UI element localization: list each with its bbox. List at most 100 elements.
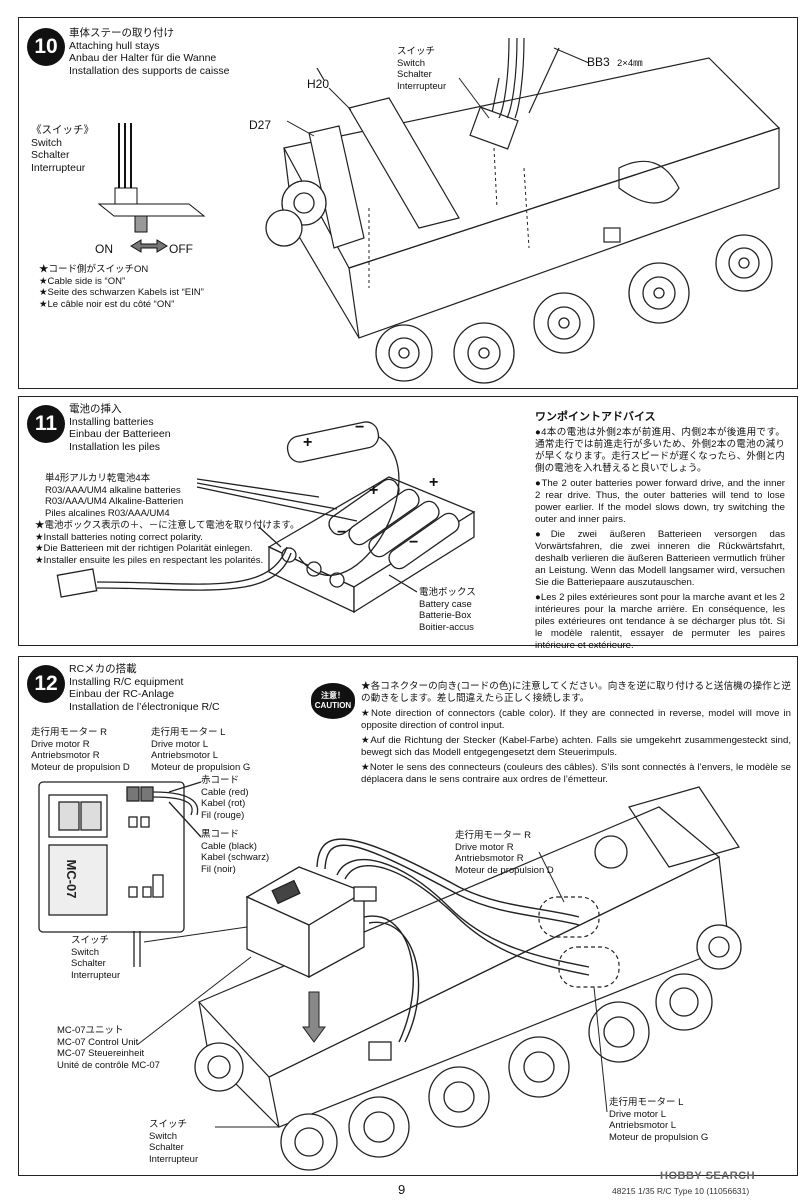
note-de: ★Seite des schwarzen Kabels ist “EIN”	[39, 287, 204, 298]
watermark: HOBBY SEARCH	[660, 1170, 756, 1182]
hmr-en: Drive motor R	[455, 841, 514, 853]
battery-type-labels: 単4形アルカリ乾電池4本 R03/AAA/UM4 alkaline batter…	[45, 473, 183, 519]
title-ja: 車体ステーの取り付け	[69, 27, 174, 39]
mr-ja: 走行用モーター R	[31, 727, 108, 738]
ml-ja: 走行用モーター L	[151, 727, 226, 738]
svg-text:+: +	[369, 482, 378, 499]
hml-fr: Moteur de propulsion G	[609, 1131, 709, 1143]
note-fr: ★Le câble noir est du côté “ON”	[39, 298, 175, 310]
pol-en: ★Install batteries noting correct polari…	[35, 531, 203, 543]
step-10-panel: 10 車体ステーの取り付け Attaching hull stays Anbau…	[18, 17, 798, 389]
black-cable-labels: 黒コード Cable (black) Kabel (schwarz) Fil (…	[201, 829, 269, 875]
caution-text-en: ★Note direction of connectors (cable col…	[361, 708, 791, 731]
red-en: Cable (red)	[201, 786, 249, 798]
mr-fr: Moteur de propulsion D	[31, 761, 130, 773]
hmr-fr: Moteur de propulsion D	[455, 864, 554, 876]
caution-text-ja: ★各コネクターの向き(コードの色)に注意してください。向きを逆に取り付けると送信…	[361, 681, 791, 704]
title-de: Anbau der Halter für die Wanne	[69, 52, 217, 64]
case-de: Batterie-Box	[419, 610, 472, 621]
title-fr: Installation des supports de caisse	[69, 64, 230, 77]
step-number: 10	[27, 28, 65, 66]
unit-de: MC-07 Steuereinheit	[57, 1048, 145, 1059]
part-d27: D27	[249, 118, 272, 132]
title-fr: Installation de l’électronique R/C	[69, 700, 220, 713]
sw2-fr: Interrupteur	[149, 1153, 199, 1165]
switch-notes: ★コード側がスイッチON ★Cable side is “ON” ★Seite …	[39, 264, 204, 310]
caution-badge: 注意！ CAUTION	[311, 683, 355, 719]
switch-labels: スイッチ Switch Schalter Interrupteur	[397, 46, 446, 92]
left-motor-l-labels: 走行用モーター L Drive motor L Antriebsmotor L …	[151, 727, 250, 773]
ml-de: Antriebsmotor L	[151, 750, 219, 761]
bat-ja: 単4形アルカリ乾電池4本	[45, 473, 151, 484]
rc-install-drawing: MC-07	[38, 781, 742, 1171]
step-title: 電池の挿入 Installing batteries Einbau der Ba…	[69, 403, 171, 453]
switch-detail-drawing	[97, 123, 206, 253]
switch-ja: 《スイッチ》	[31, 124, 94, 136]
svg-text:−: −	[337, 524, 346, 541]
sw2-ja: スイッチ	[149, 1119, 188, 1130]
red-ja: 赤コード	[201, 775, 240, 786]
note-ja: ★コード側がスイッチON	[39, 264, 149, 275]
step-number: 11	[27, 405, 65, 443]
hull-motor-l-labels: 走行用モーター L Drive motor L Antriebsmotor L …	[609, 1097, 708, 1143]
advice-de: ●Die zwei äußeren Batterieen versorgen d…	[535, 529, 785, 588]
black-en: Cable (black)	[201, 840, 257, 852]
sw2-de: Schalter	[149, 1142, 184, 1153]
part-bb3-size: 2×4㎜	[617, 58, 643, 69]
step-12-panel: 12 RCメカの搭載 Installing R/C equipment Einb…	[18, 656, 798, 1176]
title-de: Einbau der Batterieen	[69, 428, 171, 440]
ml-fr: Moteur de propulsion G	[151, 761, 251, 773]
switch-detail-title: 《スイッチ》 Switch Schalter Interrupteur	[31, 124, 94, 174]
advice-body: ●4本の電池は外側2本が前進用、内側2本が後進用です。通常走行では前進走行が多い…	[535, 427, 785, 655]
doc-code: 48215 1/35 R/C Type 10 (11056631)	[612, 1186, 750, 1196]
sw1-ja: スイッチ	[71, 935, 110, 946]
caution-ja: 注意！	[321, 691, 345, 700]
title-ja: 電池の挿入	[69, 403, 122, 415]
advice-fr: ●Les 2 piles extérieures sont pour la ma…	[535, 592, 785, 651]
off-label: OFF	[169, 242, 193, 256]
unit-labels: MC-07ユニット MC-07 Control Unit MC-07 Steue…	[57, 1025, 160, 1071]
step-title: 車体ステーの取り付け Attaching hull stays Anbau de…	[69, 27, 230, 77]
bat-fr: Piles alcalines R03/AAA/UM4	[45, 507, 170, 519]
svg-text:+: +	[429, 474, 438, 491]
caution-text-de: ★Auf die Richtung der Stecker (Kabel-Far…	[361, 735, 791, 758]
red-cable-labels: 赤コード Cable (red) Kabel (rot) Fil (rouge)	[201, 775, 249, 821]
sw-de: Schalter	[397, 69, 432, 80]
switch-en: Switch	[31, 136, 62, 149]
unit-ja: MC-07ユニット	[57, 1025, 124, 1036]
switch-labels-bottom: スイッチ Switch Schalter Interrupteur	[149, 1119, 198, 1165]
polarity-notes: ★電池ボックス表示の＋、－に注意して電池を取り付けます。 ★Install ba…	[35, 520, 299, 566]
step-11-panel: 11 電池の挿入 Installing batteries Einbau der…	[18, 396, 798, 651]
hml-en: Drive motor L	[609, 1108, 667, 1120]
svg-text:−: −	[409, 534, 418, 551]
ml-en: Drive motor L	[151, 738, 209, 750]
mr-de: Antriebsmotor R	[31, 750, 100, 761]
sw-en: Switch	[397, 57, 425, 69]
hmr-ja: 走行用モーター R	[455, 830, 532, 841]
title-en: Attaching hull stays	[69, 39, 160, 52]
switch-fr: Interrupteur	[31, 161, 86, 174]
pol-de: ★Die Batterieen mit der richtigen Polari…	[35, 543, 253, 554]
hml-de: Antriebsmotor L	[609, 1120, 677, 1131]
title-ja: RCメカの搭載	[69, 663, 137, 675]
title-en: Installing R/C equipment	[69, 675, 184, 688]
sw2-en: Switch	[149, 1130, 177, 1142]
bat-en: R03/AAA/UM4 alkaline batteries	[45, 484, 181, 496]
page-number: 9	[398, 1182, 406, 1197]
title-fr: Installation les piles	[69, 440, 161, 453]
black-de: Kabel (schwarz)	[201, 852, 270, 863]
title-de: Einbau der RC-Anlage	[69, 688, 175, 700]
svg-text:+: +	[303, 434, 312, 451]
pol-ja: ★電池ボックス表示の＋、－に注意して電池を取り付けます。	[35, 520, 300, 531]
switch-de: Schalter	[31, 149, 70, 161]
advice-title: ワンポイントアドバイス	[535, 411, 656, 423]
sw1-en: Switch	[71, 946, 99, 958]
svg-text:−: −	[355, 419, 364, 436]
hml-ja: 走行用モーター L	[609, 1097, 684, 1108]
hull-stays-drawing	[265, 37, 781, 384]
black-ja: 黒コード	[201, 829, 240, 840]
case-en: Battery case	[419, 598, 472, 610]
advice-ja: ●4本の電池は外側2本が前進用、内側2本が後進用です。通常走行では前進走行が多い…	[535, 427, 785, 474]
note-en: ★Cable side is “ON”	[39, 275, 126, 287]
step-title: RCメカの搭載 Installing R/C equipment Einbau …	[69, 663, 220, 713]
